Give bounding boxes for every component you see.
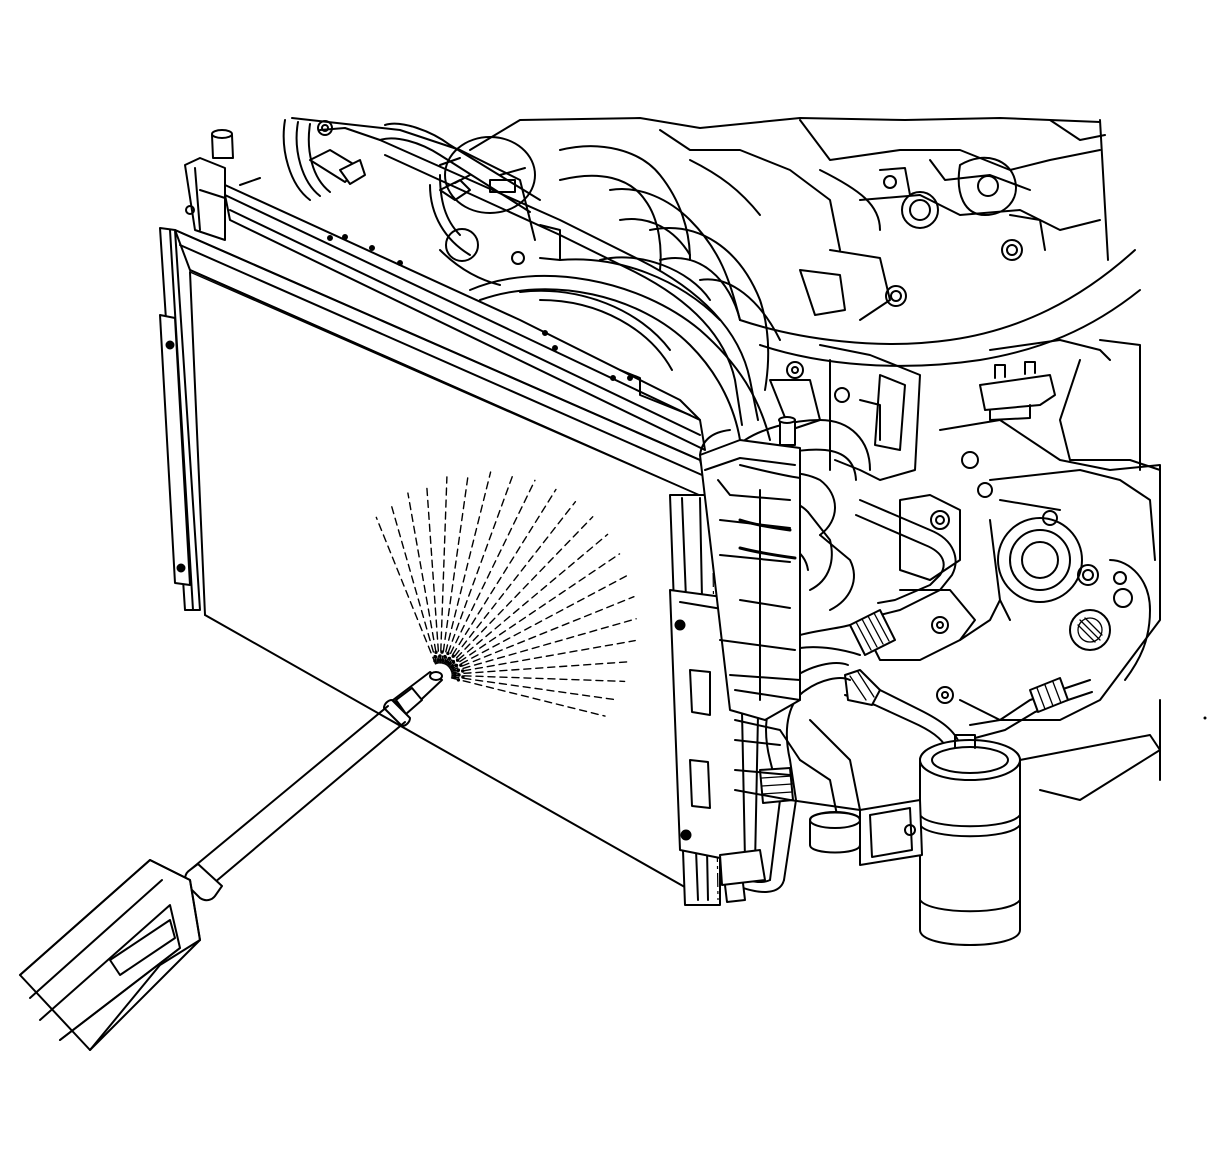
spray-ray [450, 677, 606, 717]
spray-droplet [443, 654, 447, 659]
spray-wand [19, 671, 443, 1051]
condenser-pipes [699, 416, 861, 886]
spray-droplet [455, 658, 460, 662]
spray-droplet [433, 654, 437, 659]
condenser [159, 129, 761, 906]
spray-ray [439, 476, 448, 664]
spray-droplet [440, 658, 445, 662]
spray-ray [445, 488, 557, 666]
spray-ray [451, 676, 617, 701]
spray-droplet [447, 661, 452, 666]
spray-ray [443, 473, 514, 665]
spray-ray [425, 483, 440, 664]
spray-droplet [451, 654, 455, 658]
engine-block [469, 117, 1161, 801]
spray-droplet [454, 663, 459, 668]
spray-droplet [440, 650, 444, 654]
spray-droplet [457, 673, 461, 677]
receiver-dryer [859, 734, 1021, 946]
spray-ray [442, 471, 492, 665]
spray-ray [449, 574, 629, 671]
spray-droplet [461, 675, 465, 679]
spray-droplet [461, 669, 465, 673]
spray-droplet [451, 659, 456, 664]
spray-droplet [459, 663, 463, 667]
spray-ray [450, 618, 637, 673]
spray-droplet [450, 664, 454, 669]
spray-droplet [437, 658, 441, 662]
spray-ray [451, 660, 632, 675]
spray-ray [447, 516, 594, 668]
spray-ray [441, 472, 470, 664]
alternator [282, 117, 561, 265]
spray-droplet [452, 668, 456, 672]
spray-droplet [434, 650, 438, 654]
spray-ray [446, 501, 577, 667]
spray-ray [450, 596, 635, 672]
spray-ray [449, 553, 621, 669]
spray-droplet [433, 659, 437, 663]
spray-droplet [438, 654, 442, 658]
water-spray [375, 471, 637, 717]
spray-droplet [446, 651, 450, 656]
spray-ray [390, 503, 438, 665]
stray-mark [1203, 716, 1207, 720]
spray-ray [451, 674, 626, 683]
spray-droplet [444, 659, 448, 664]
spray-ray [444, 479, 536, 665]
spray-ray [448, 533, 609, 668]
spray-droplet [447, 656, 452, 661]
spray-ray [375, 516, 437, 665]
spray-ray [407, 492, 439, 664]
spray-droplet [453, 675, 457, 680]
spray-droplet [456, 678, 461, 682]
spray-droplet [456, 668, 461, 672]
spray-droplet [453, 672, 457, 676]
spray-ray [451, 639, 636, 674]
